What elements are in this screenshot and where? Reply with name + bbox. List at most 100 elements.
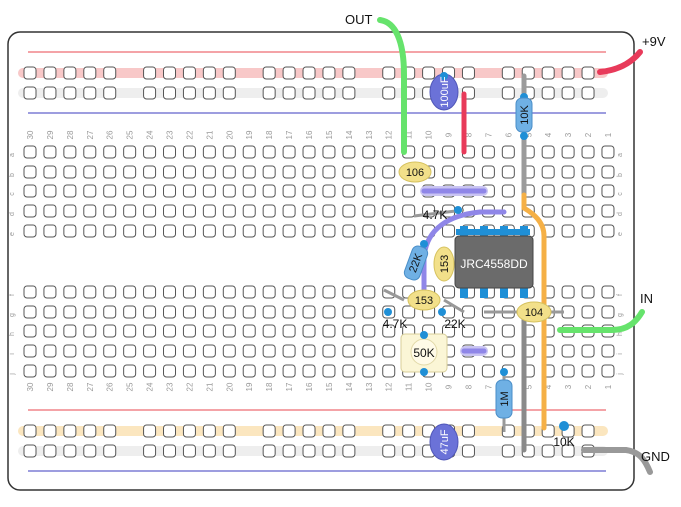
terminal-hole (143, 324, 157, 338)
terminal-hole (601, 364, 615, 378)
column-number: 1 (604, 132, 613, 137)
terminal-hole (143, 305, 157, 319)
terminal-hole (103, 145, 117, 159)
column-number: 23 (166, 130, 175, 139)
terminal-hole (302, 305, 316, 319)
rail-hole (302, 444, 316, 458)
terminal-hole (43, 165, 57, 179)
terminal-hole (302, 344, 316, 358)
terminal-hole (103, 165, 117, 179)
terminal-hole (182, 305, 196, 319)
wire-in-green (557, 309, 645, 333)
terminal-hole (322, 184, 336, 198)
terminal-hole (581, 224, 595, 238)
terminal-hole (23, 324, 37, 338)
terminal-hole (83, 305, 97, 319)
terminal-hole (123, 324, 137, 338)
rail-hole (461, 424, 475, 438)
terminal-hole (202, 285, 216, 299)
terminal-hole (182, 184, 196, 198)
column-number: 11 (405, 130, 414, 139)
terminal-hole (242, 344, 256, 358)
terminal-hole (63, 145, 77, 159)
terminal-hole (342, 324, 356, 338)
terminal-hole (63, 165, 77, 179)
terminal-hole (322, 285, 336, 299)
terminal-hole (322, 204, 336, 218)
terminal-hole (382, 184, 396, 198)
column-number: 9 (445, 384, 454, 389)
terminal-hole (83, 324, 97, 338)
row-letter: f (617, 294, 624, 296)
terminal-hole (262, 184, 276, 198)
resistor-4k7-top-label: 4.7K (423, 208, 448, 222)
terminal-hole (83, 364, 97, 378)
terminal-hole (601, 285, 615, 299)
capacitor-100uf: 100uF (429, 72, 459, 111)
rail-hole (262, 444, 276, 458)
terminal-hole (442, 285, 456, 299)
rail-hole (23, 424, 37, 438)
terminal-hole (123, 165, 137, 179)
terminal-hole (103, 305, 117, 319)
column-number: 15 (325, 382, 334, 391)
terminal-hole (43, 305, 57, 319)
terminal-hole (461, 364, 475, 378)
terminal-hole (601, 305, 615, 319)
capacitor-104: 104 (516, 301, 552, 323)
rail-hole (143, 444, 157, 458)
column-number: 11 (405, 382, 414, 391)
terminal-hole (362, 204, 376, 218)
terminal-hole (63, 364, 77, 378)
terminal-hole (322, 344, 336, 358)
rail-hole (561, 86, 575, 100)
column-number: 10 (425, 382, 434, 391)
column-number: 10 (425, 130, 434, 139)
terminal-hole (362, 285, 376, 299)
terminal-hole (83, 165, 97, 179)
terminal-hole (581, 184, 595, 198)
terminal-hole (442, 224, 456, 238)
rail-hole (342, 424, 356, 438)
terminal-hole (83, 224, 97, 238)
rail-hole (163, 66, 177, 80)
terminal-hole (322, 224, 336, 238)
column-number: 21 (205, 130, 214, 139)
rail-hole (541, 86, 555, 100)
row-letter: a (9, 153, 16, 157)
lead-153b-right (443, 298, 465, 314)
terminal-hole (262, 204, 276, 218)
rail-hole (202, 86, 216, 100)
resistor-10k-top-label: 10K (519, 105, 531, 125)
terminal-hole (282, 344, 296, 358)
column-number: 3 (564, 132, 573, 137)
terminal-hole (302, 285, 316, 299)
rail-hole (143, 66, 157, 80)
rail-hole (262, 86, 276, 100)
column-number: 22 (185, 130, 194, 139)
terminal-hole (362, 165, 376, 179)
column-number: 19 (245, 382, 254, 391)
terminal-hole (262, 305, 276, 319)
terminal-hole (402, 305, 416, 319)
column-number: 6 (504, 132, 513, 137)
terminal-hole (601, 145, 615, 159)
terminal-hole (282, 204, 296, 218)
terminal-hole (322, 324, 336, 338)
rail-hole (23, 66, 37, 80)
terminal-hole (23, 204, 37, 218)
rail-hole (43, 444, 57, 458)
terminal-hole (442, 324, 456, 338)
rail-hole (461, 444, 475, 458)
terminal-hole (342, 224, 356, 238)
terminal-hole (581, 305, 595, 319)
terminal-hole (83, 184, 97, 198)
terminal-hole (262, 324, 276, 338)
potentiometer-50k-label: 50K (413, 346, 434, 360)
terminal-hole (382, 204, 396, 218)
rail-hole (342, 66, 356, 80)
column-number: 24 (146, 130, 155, 139)
terminal-hole (382, 364, 396, 378)
terminal-hole (222, 344, 236, 358)
